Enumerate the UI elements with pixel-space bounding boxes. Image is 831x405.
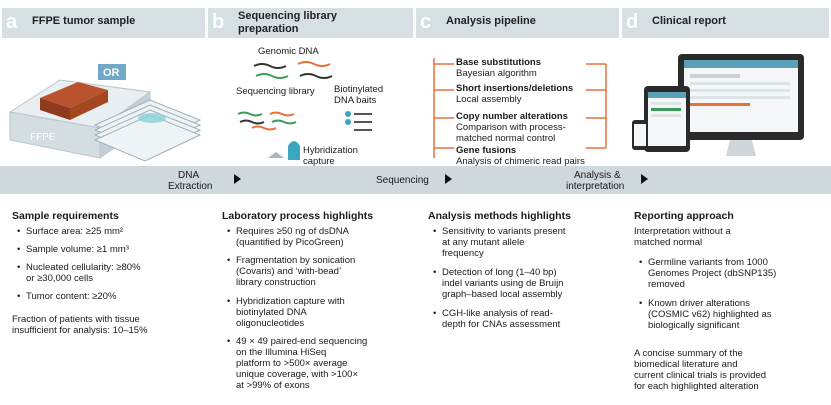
list-item: Hybridization capture with xyxy=(227,296,345,308)
pipeline-item-base-desc: Bayesian algorithm xyxy=(456,68,537,79)
list-item: Sensitivity to variants present xyxy=(433,226,566,238)
section-heading: Laboratory process highlights xyxy=(222,210,374,222)
list-item: Known driver alterations xyxy=(639,298,750,310)
band-dna-extraction-2: Extraction xyxy=(168,181,213,192)
or-badge xyxy=(98,64,126,80)
list-item-cont: removed xyxy=(648,279,685,290)
list-item: Sample volume: ≥1 mm³ xyxy=(17,244,129,256)
panel-header-d: d Clinical report xyxy=(622,8,829,38)
report-summary: for each highlighted alteration xyxy=(634,381,759,392)
pipeline-item-base: Base substitutions xyxy=(456,57,541,68)
ffpe-block-illustration: FFPE OR xyxy=(8,64,202,162)
hyb-label-2: capture xyxy=(303,156,335,167)
sequencing-library-label: Sequencing library xyxy=(236,86,315,97)
list-item-cont: indel variants using de Bruijn xyxy=(442,278,564,289)
report-intro: matched normal xyxy=(634,237,703,248)
section-heading: Sample requirements xyxy=(12,210,119,222)
band-dna-extraction-1: DNA xyxy=(178,170,200,181)
list-item: Fragmentation by sonication xyxy=(227,255,355,267)
band-analysis-1: Analysis & xyxy=(574,170,621,181)
pipeline-bracket xyxy=(433,58,607,158)
panel-header-a: a FFPE tumor sample xyxy=(2,8,205,38)
clinical-report-devices xyxy=(632,54,804,156)
panel-title: Analysis pipeline xyxy=(446,15,536,27)
list-item-cont: at any mutant allele xyxy=(442,237,525,248)
list-item-cont: Genomes Project (dbSNP135) xyxy=(648,268,777,279)
panel-letter: c xyxy=(420,11,432,33)
list-item-cont: biotinylated DNA xyxy=(236,307,307,318)
list-item-cont: unique coverage, with >100× xyxy=(236,369,359,380)
pipeline-item-cna-desc: Comparison with process- xyxy=(456,122,566,133)
band-analysis-2: interpretation xyxy=(566,181,625,192)
panel-header-c: c Analysis pipeline xyxy=(416,8,619,38)
section-heading: Analysis methods highlights xyxy=(428,210,571,222)
hyb-label-1: Hybridization xyxy=(303,145,358,156)
section-heading: Reporting approach xyxy=(634,210,734,222)
dna-strands-illustration xyxy=(237,61,372,160)
list-item: 49 × 49 paired-end sequencing xyxy=(227,336,367,348)
panel-title: Sequencing library preparation xyxy=(238,10,338,35)
report-summary: A concise summary of the xyxy=(634,348,743,359)
sample-note: insufficient for analysis: 10–15% xyxy=(12,325,148,336)
panel-letter: a xyxy=(6,11,18,33)
pipeline-item-cna: Copy number alterations xyxy=(456,111,568,122)
list-item-cont: (quantified by PicoGreen) xyxy=(236,237,344,248)
list-item: Requires ≥50 ng of dsDNA xyxy=(227,226,349,238)
arrow-right-icon xyxy=(234,174,241,184)
baits-label-2: DNA baits xyxy=(334,95,377,106)
list-item: Surface area: ≥25 mm² xyxy=(17,226,123,238)
list-item-cont: (COSMIC v62) highlighted as xyxy=(648,309,772,320)
panel-letter: d xyxy=(626,11,639,33)
list-item: Detection of long (1–40 bp) xyxy=(433,267,557,279)
list-item-cont: oligonucleotides xyxy=(236,318,305,329)
list-item-cont: frequency xyxy=(442,248,484,259)
pipeline-item-indel-desc: Local assembly xyxy=(456,94,522,105)
list-item-cont: or ≥30,000 cells xyxy=(26,273,94,284)
list-item: Tumor content: ≥20% xyxy=(17,291,116,303)
panel-title: FFPE tumor sample xyxy=(32,15,136,27)
list-item-cont: (Covaris) and ‘with-bead’ xyxy=(236,266,342,277)
panel-header-b: b Sequencing library preparation xyxy=(208,8,413,38)
process-band: DNA Extraction Sequencing Analysis & int… xyxy=(0,166,831,194)
list-item: CGH-like analysis of read- xyxy=(433,308,553,320)
pipeline-item-cna-desc2: matched normal control xyxy=(456,133,556,144)
sample-note: Fraction of patients with tissue xyxy=(12,314,140,325)
report-summary: current clinical trials is provided xyxy=(634,370,766,381)
report-intro: Interpretation without a xyxy=(634,226,731,237)
list-item-cont: library construction xyxy=(236,277,316,288)
list-item-cont: depth for CNAs assessment xyxy=(442,319,561,330)
pipeline-item-indel: Short insertions/deletions xyxy=(456,83,574,94)
pipeline-item-fusion-desc: Analysis of chimeric read pairs xyxy=(456,156,585,167)
list-item-cont: at >99% of exons xyxy=(236,380,310,391)
list-item: Germline variants from 1000 xyxy=(639,257,768,269)
list-item-cont: biologically significant xyxy=(648,320,740,331)
ffpe-label: FFPE xyxy=(30,132,56,143)
list-item: Nucleated cellularity: ≥80% xyxy=(17,262,140,274)
or-label: OR xyxy=(103,67,120,79)
genomic-dna-label: Genomic DNA xyxy=(258,46,319,57)
pipeline-item-fusion: Gene fusions xyxy=(456,145,517,156)
band-sequencing: Sequencing xyxy=(376,175,429,186)
report-summary: biomedical literature and xyxy=(634,359,738,370)
list-item-cont: platform to >500× average xyxy=(236,358,348,369)
arrow-right-icon xyxy=(445,174,452,184)
arrow-right-icon xyxy=(641,174,648,184)
panel-title: Clinical report xyxy=(652,15,726,27)
panel-letter: b xyxy=(212,11,225,33)
baits-label-1: Biotinylated xyxy=(334,84,384,95)
list-item-cont: on the Illumina HiSeq xyxy=(236,347,327,358)
list-item-cont: graph–based local assembly xyxy=(442,289,563,300)
